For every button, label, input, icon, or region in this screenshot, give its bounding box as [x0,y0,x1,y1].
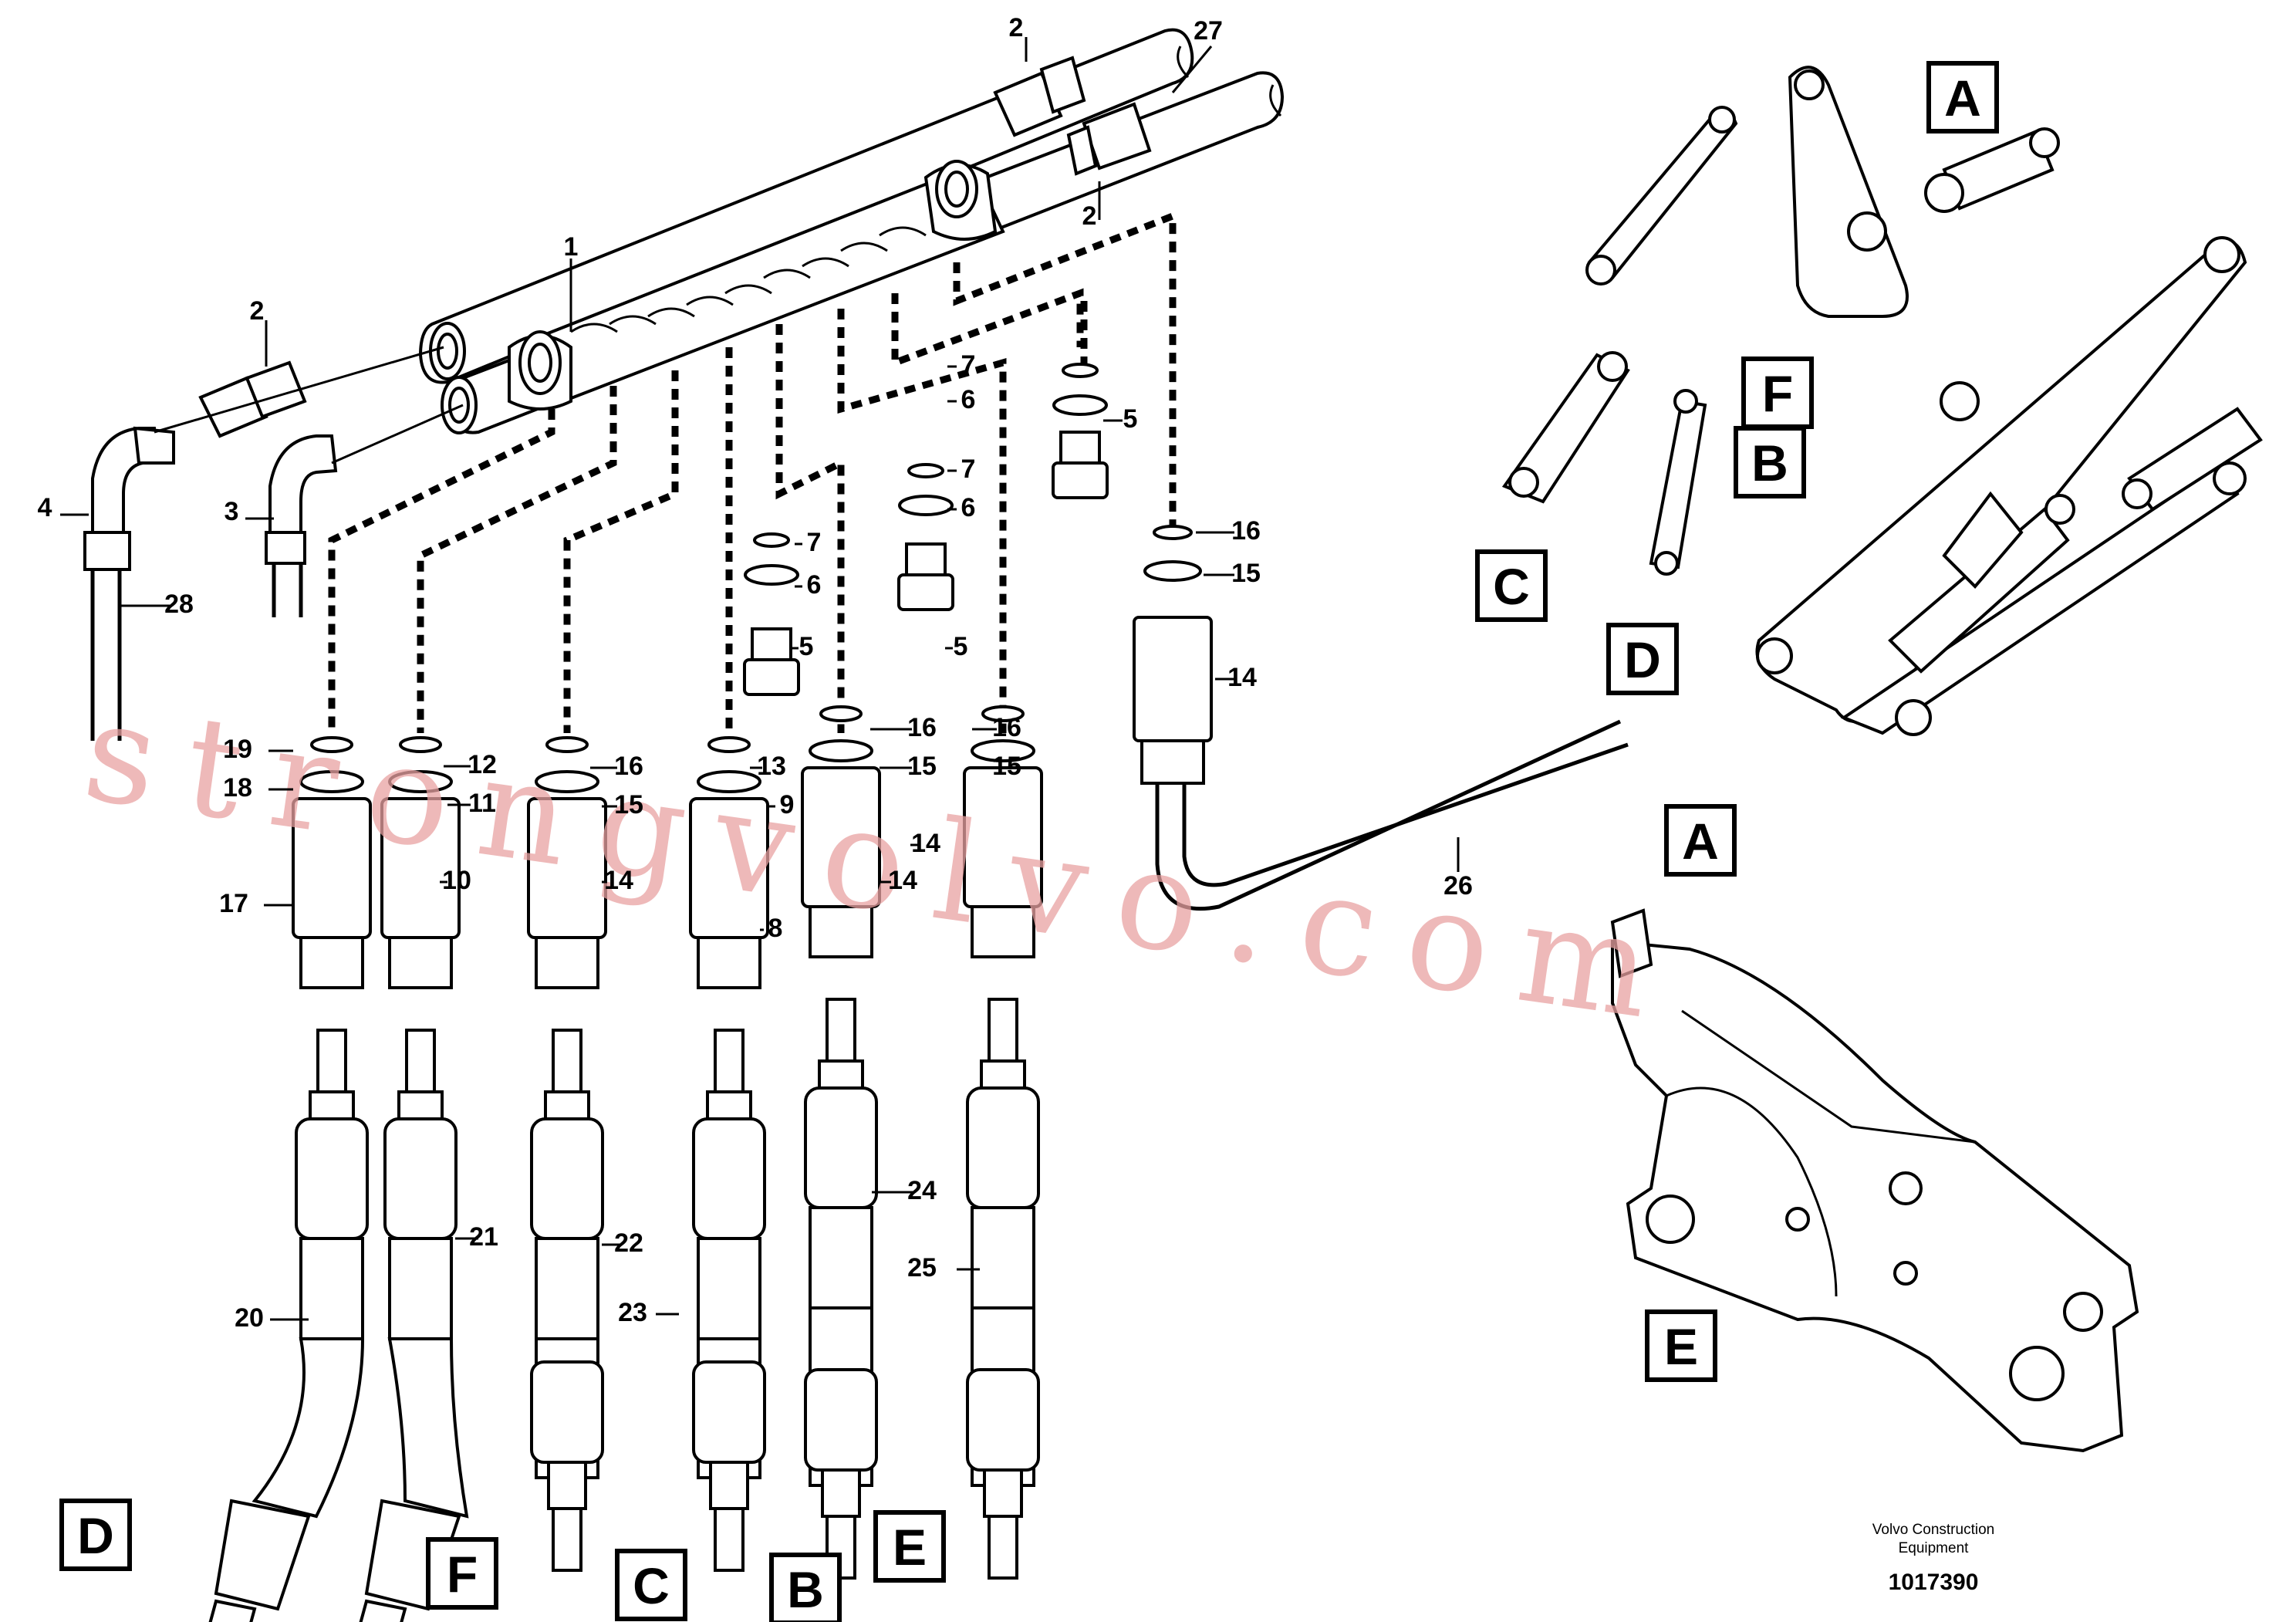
callout-number: 7 [961,454,976,484]
callout-number: 5 [1123,404,1138,434]
view-letter-box: A [1664,804,1737,877]
view-letter-box: F [1741,357,1814,429]
callout-number: 19 [223,735,252,764]
leader-lines [60,37,1460,1321]
view-letter: A [1682,813,1719,870]
callout-number: 15 [992,752,1021,781]
callout-number: 5 [954,632,968,661]
callout-number: 14 [888,866,917,895]
callout-number: 4 [38,493,52,522]
callout-number: 6 [961,493,976,522]
callout-number: 28 [164,590,194,619]
callout-number: 15 [614,790,643,819]
callout-number: 7 [807,528,822,557]
callout-number: 27 [1194,16,1223,46]
callout-number: 8 [768,914,783,943]
footer-line2: Equipment [1899,1540,1970,1556]
callout-number: 16 [992,713,1021,742]
callout-number: 5 [799,632,814,661]
view-letter: B [1751,434,1788,492]
callout-number: 7 [961,350,976,380]
hose-column [801,705,881,1580]
callout-number: 9 [780,790,795,819]
view-letter-box: C [615,1549,687,1621]
callout-number: 22 [614,1228,643,1258]
callout-number: 14 [1227,663,1257,692]
callout-number: 16 [907,713,937,742]
callout-number: 21 [469,1222,498,1252]
hose-column [527,736,607,1572]
hose-column [689,736,769,1572]
left-pipes [83,346,464,741]
view-letter: F [1762,365,1793,422]
view-letter: C [1493,558,1530,615]
view-letter-box: B [769,1553,842,1622]
callout-number: 2 [1009,13,1024,42]
callout-number: 15 [1231,559,1261,588]
hose-assemblies [208,705,1043,1622]
linkage-assembly [1501,66,2263,736]
frame-assembly [1610,908,2139,1453]
callout-number: 24 [907,1176,937,1205]
callout-number: 18 [223,773,252,803]
callout-number: 26 [1443,871,1473,901]
callout-number: 17 [219,889,248,918]
view-letter-box: E [1645,1309,1717,1382]
drawing-number: 1017390 [1889,1570,1979,1595]
callout-number: 2 [1082,201,1097,231]
callout-number: 10 [442,866,471,895]
view-letter-box: C [1475,549,1548,622]
view-letter-box: D [1606,623,1679,695]
manifold-tubes [418,28,1285,434]
view-letter: A [1944,69,1981,127]
callout-number: 16 [614,752,643,781]
callout-number: 2 [250,296,265,326]
view-letter: F [447,1546,478,1603]
view-letter-box: E [873,1510,946,1583]
callout-number: 6 [961,385,976,414]
callout-number: 12 [468,750,497,779]
hose-column [208,736,372,1622]
callout-number: 14 [911,829,940,858]
view-letter: C [633,1557,670,1614]
hose-column [963,705,1043,1580]
view-letter: B [787,1561,824,1618]
footer-line1: Volvo Construction [1872,1522,1994,1538]
rings-and-plugs [743,363,1202,696]
view-letter: D [1624,631,1661,688]
callout-number: 16 [1231,516,1261,546]
pipe-26 [1133,616,1629,911]
view-letter-box: D [59,1499,132,1571]
view-letter: E [893,1519,927,1576]
callout-number: 25 [907,1253,937,1282]
callout-number: 13 [757,752,786,781]
callout-number: 1 [564,232,579,262]
view-letter-box: B [1734,426,1806,498]
callout-number: 3 [225,497,239,526]
callout-number: 11 [468,789,496,818]
callout-number: 23 [618,1298,647,1327]
view-letter-box: F [426,1537,498,1610]
callout-number: 14 [604,866,633,895]
view-letter: D [77,1507,114,1564]
callout-number: 15 [907,752,937,781]
callout-number: 6 [807,570,822,600]
view-letter: E [1664,1318,1698,1375]
dashed-centerlines [328,211,1177,733]
leader-line [1171,46,1213,93]
view-letter-box: A [1926,61,1999,133]
callout-number: 20 [235,1303,264,1333]
